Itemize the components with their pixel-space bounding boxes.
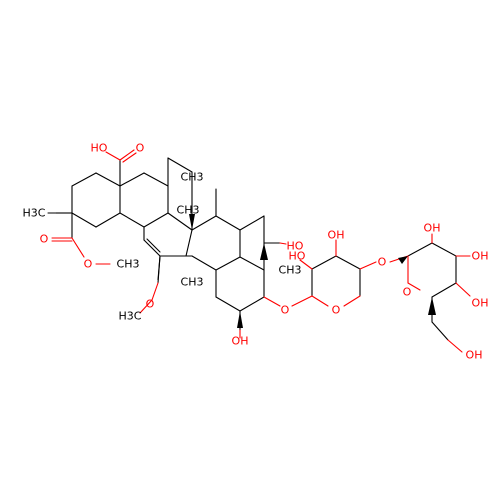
label-oh-glc-2: OH [472,250,489,263]
label-oh-ring: OH [232,335,249,348]
label-o-ester: O [84,258,93,271]
label-o-glycoside-1: O [281,304,290,317]
label-oh-glc-3: OH [472,297,489,310]
label-ch3-top: CH3 [181,171,204,184]
label-ch3-methoxy: H3C [119,310,142,323]
label-o-ring-glc: O [403,286,412,299]
label-ch3-left: H3C [23,207,46,220]
label-oh-glc-4: OH [466,349,483,362]
label-o-glycoside-2: O [378,256,387,269]
skeleton-bonds [47,157,457,341]
label-oh-xylose-top: OH [328,229,345,242]
atom-labels: HO O O O CH3 H3C CH3 CH3 CH3 CH3 O H3C O… [23,142,489,362]
label-oh-glc-1: OH [424,222,441,235]
label-ch3-mid: CH3 [177,204,200,217]
oxygen-bonds [51,149,471,353]
label-ch3-ester: CH3 [117,258,140,271]
label-o-ester-co: O [40,233,49,246]
label-o-ring-xylose: O [332,304,341,317]
stereo-wedges [56,212,436,328]
label-ho-xylose-mid: HO [289,250,306,263]
label-ho-ch2: HO [287,240,304,253]
label-o-acid: O [136,142,145,155]
label-ch3-lower: CH3 [181,276,204,289]
label-o-methoxy: O [146,298,155,311]
label-ch3-sugar: CH3 [279,264,302,277]
label-ho-acid: HO [91,142,108,155]
